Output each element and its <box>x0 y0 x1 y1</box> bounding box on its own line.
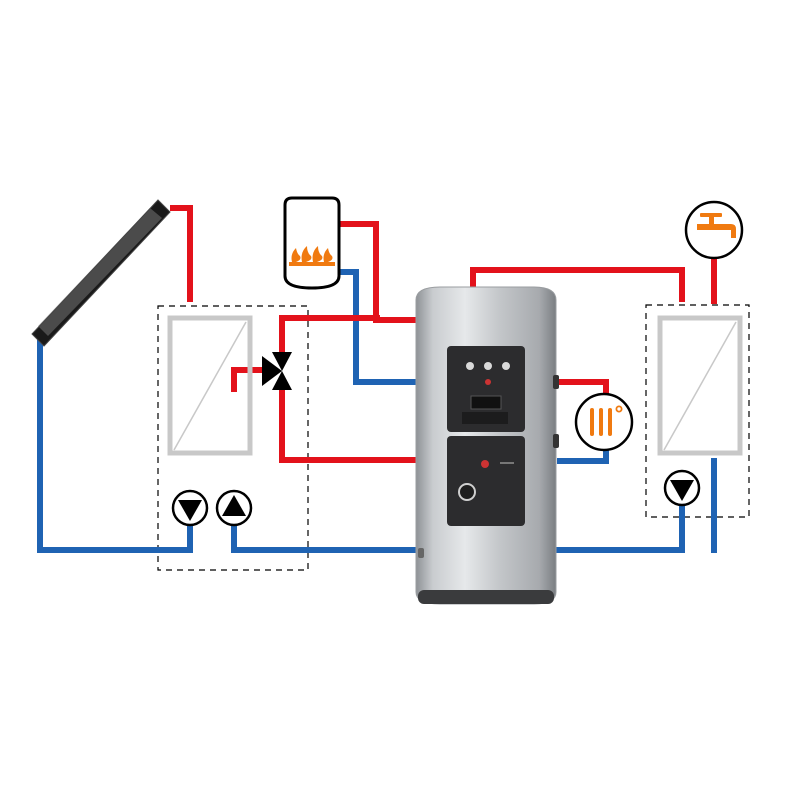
pump-up-icon <box>215 489 253 527</box>
right-module-box <box>645 304 750 518</box>
boiler-flow-pipe <box>338 221 416 323</box>
radiator-icon <box>574 392 634 452</box>
valve-left-pipe <box>231 367 262 392</box>
right-exchanger-bottom-pipe <box>553 500 685 553</box>
tank-inspection-port <box>458 483 476 501</box>
left-module-box <box>157 305 309 571</box>
controller-display <box>470 395 502 410</box>
tank-top-to-right-exchanger-pipe <box>470 267 685 302</box>
storage-tank-icon <box>415 286 559 605</box>
hot-pipes <box>170 205 717 463</box>
radiator-flow-pipe <box>557 379 609 396</box>
valve-top-pipe <box>279 315 380 358</box>
tank-bottom-return-pipe <box>231 520 416 553</box>
radiator-return-pipe <box>557 448 609 464</box>
pump-down-icon <box>663 469 701 507</box>
boiler-body <box>283 196 341 290</box>
water-tap-icon <box>684 200 744 260</box>
valve-bottom-pipe <box>279 384 416 463</box>
tank-base <box>418 590 554 604</box>
three-way-valve-icon <box>262 352 292 390</box>
gauge-left <box>466 362 474 370</box>
collector-flow-pipe <box>170 205 193 302</box>
collector-return-pipe <box>37 335 193 553</box>
pump-down-icon <box>171 489 209 527</box>
left-heat-exchanger <box>167 315 253 456</box>
right-heat-exchanger <box>657 315 743 456</box>
boiler <box>283 196 341 290</box>
cold-pipes <box>37 269 717 553</box>
tank-lower-panel <box>447 436 525 526</box>
gauge-right <box>502 362 510 370</box>
gauge-middle <box>484 362 492 370</box>
flame-icon <box>289 246 335 266</box>
exchanger-pipes <box>187 300 717 494</box>
boiler-return-pipe <box>338 269 416 385</box>
solar-panel-icon <box>31 199 171 347</box>
